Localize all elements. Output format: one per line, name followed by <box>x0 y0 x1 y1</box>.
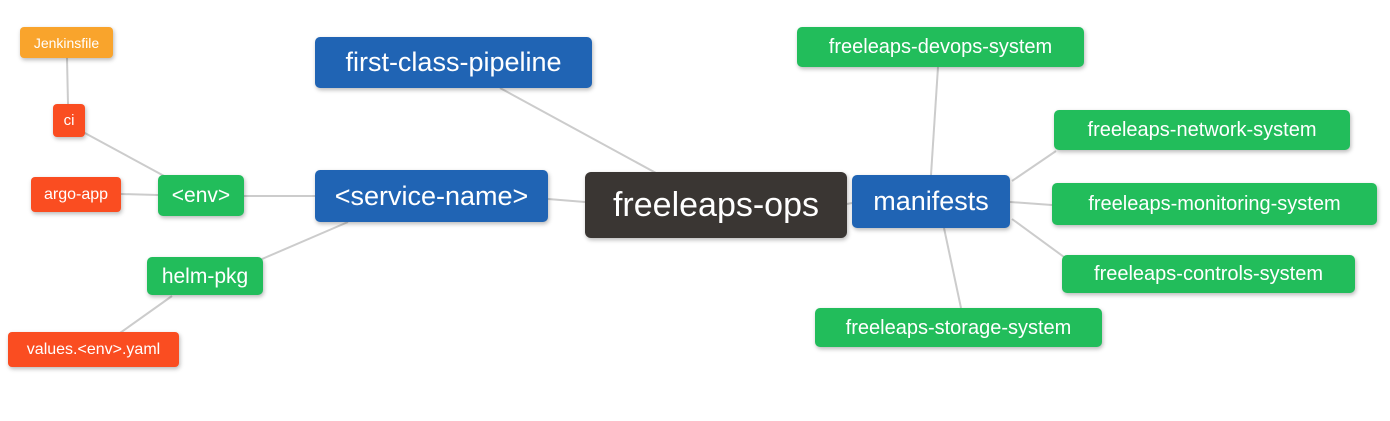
edge-values-env-yaml-helm-pkg <box>119 295 173 334</box>
edge-jenkinsfile-ci <box>66 57 69 105</box>
node-argo-app[interactable]: argo-app <box>31 177 121 212</box>
node-freeleaps-ops[interactable]: freeleaps-ops <box>585 172 847 238</box>
edge-manifests-freeleaps-network-system <box>1011 150 1057 182</box>
edge-first-class-pipeline-freeleaps-ops <box>499 87 657 174</box>
edge-manifests-freeleaps-storage-system <box>943 227 962 309</box>
edge-ci-env <box>82 131 167 178</box>
edge-manifests-freeleaps-devops-system <box>930 66 939 176</box>
node-freeleaps-monitoring-system[interactable]: freeleaps-monitoring-system <box>1052 183 1377 225</box>
node-first-class-pipeline[interactable]: first-class-pipeline <box>315 37 592 88</box>
node-freeleaps-devops-system[interactable]: freeleaps-devops-system <box>797 27 1084 67</box>
node-freeleaps-storage-system[interactable]: freeleaps-storage-system <box>815 308 1102 347</box>
edge-argo-app-env <box>120 193 159 196</box>
edge-manifests-freeleaps-monitoring-system <box>1009 201 1053 206</box>
node-ci[interactable]: ci <box>53 104 85 137</box>
node-freeleaps-network-system[interactable]: freeleaps-network-system <box>1054 110 1350 150</box>
node-helm-pkg[interactable]: helm-pkg <box>147 257 263 295</box>
node-env[interactable]: <env> <box>158 175 244 216</box>
node-freeleaps-controls-system[interactable]: freeleaps-controls-system <box>1062 255 1355 293</box>
edge-helm-pkg-service-name <box>261 221 349 260</box>
node-service-name[interactable]: <service-name> <box>315 170 548 222</box>
node-jenkinsfile[interactable]: Jenkinsfile <box>20 27 113 58</box>
node-manifests[interactable]: manifests <box>852 175 1010 228</box>
edge-service-name-freeleaps-ops <box>547 198 586 203</box>
node-values-env-yaml[interactable]: values.<env>.yaml <box>8 332 179 367</box>
